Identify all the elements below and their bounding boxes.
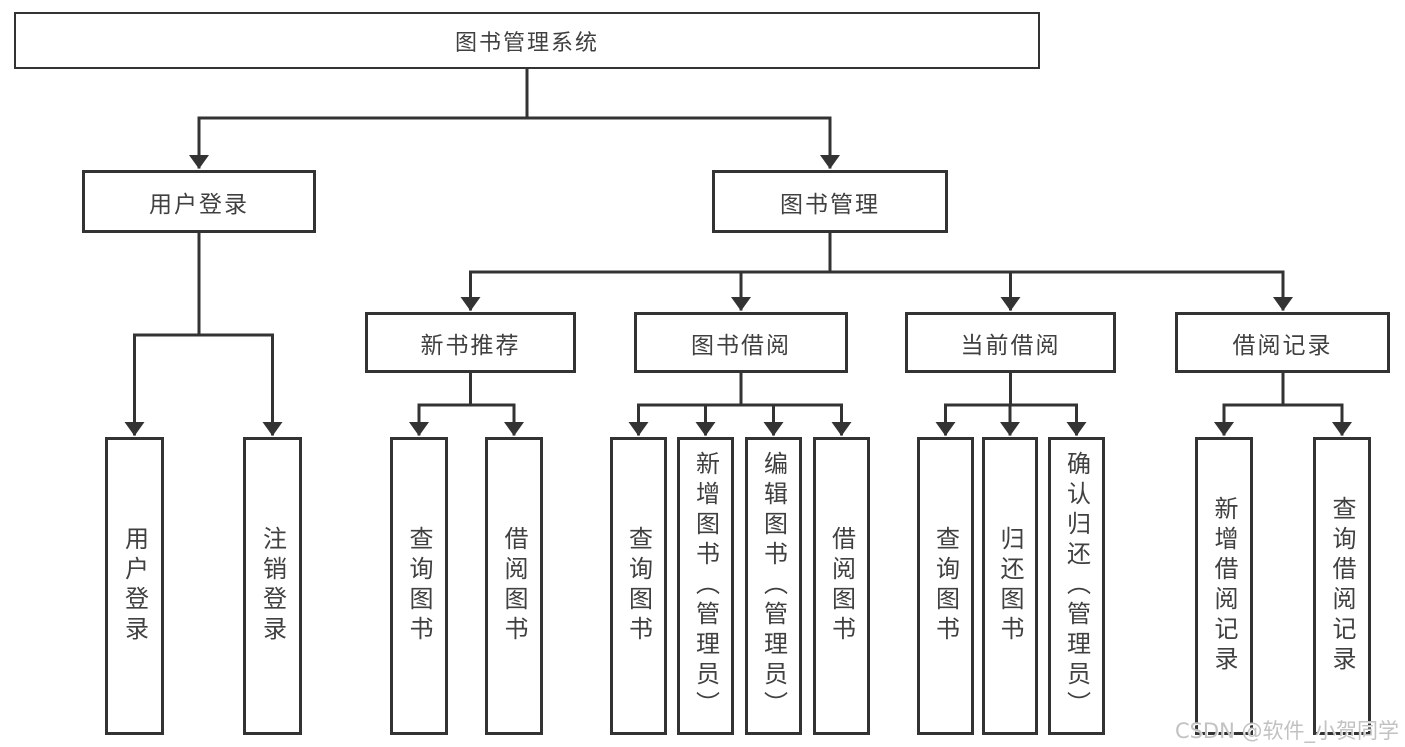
connector-book-borrow-children — [628, 371, 852, 436]
node-borrow-records: 借阅记录 — [1175, 312, 1390, 373]
node-book-borrow: 图书借阅 — [634, 312, 848, 373]
connector-current-borrow-children — [935, 371, 1087, 436]
leaf-records-add-record: 新增借阅记录 — [1195, 437, 1253, 735]
leaf-label: 查询图书 — [405, 526, 433, 646]
leaf-current-query-books: 查询图书 — [917, 437, 974, 735]
node-label: 图书管理 — [780, 191, 880, 218]
leaf-label: 新增图书（管理员） — [691, 451, 720, 721]
leaf-label: 确认归还（管理员） — [1062, 451, 1091, 721]
leaf-label: 借阅图书 — [827, 526, 856, 646]
connector-borrow-records-children — [1214, 371, 1352, 436]
connector-line — [944, 371, 1078, 407]
leaf-current-return-books: 归还图书 — [982, 437, 1038, 735]
leaf-current-confirm-return-admin: 确认归还（管理员） — [1048, 437, 1105, 735]
connector-line — [637, 371, 843, 407]
node-label: 新书推荐 — [420, 332, 521, 359]
node-book-management: 图书管理 — [712, 170, 948, 233]
connector-root-to-level2 — [189, 67, 840, 169]
connector-book-management-children — [460, 231, 1293, 311]
connector-new-book-children — [409, 371, 524, 436]
connector-user-login-children — [124, 231, 283, 436]
leaf-label: 用户登录 — [120, 526, 149, 646]
node-label: 用户登录 — [149, 191, 249, 218]
leaf-newbook-query-books: 查询图书 — [390, 437, 448, 735]
connector-line — [1222, 371, 1344, 407]
leaf-newbook-borrow-books: 借阅图书 — [485, 437, 543, 735]
node-label: 借阅记录 — [1232, 332, 1333, 359]
leaf-label: 注销登录 — [258, 526, 287, 646]
connector-line — [197, 67, 832, 120]
node-new-book-recommend: 新书推荐 — [365, 312, 576, 373]
node-label: 当前借阅 — [960, 332, 1061, 359]
node-root-system: 图书管理系统 — [14, 12, 1040, 69]
leaf-borrow-edit-books-admin: 编辑图书（管理员） — [745, 437, 802, 735]
leaf-label: 新增借阅记录 — [1210, 496, 1238, 676]
node-label: 图书管理系统 — [454, 30, 599, 56]
leaf-borrow-borrow-books: 借阅图书 — [813, 437, 870, 735]
watermark: CSDN @软件_小贺同学 — [1174, 719, 1399, 743]
node-user-login: 用户登录 — [82, 170, 316, 233]
leaf-logout: 注销登录 — [243, 437, 302, 735]
connector-line — [469, 231, 1285, 274]
leaf-label: 查询图书 — [931, 526, 960, 646]
leaf-label: 查询图书 — [624, 526, 653, 646]
node-label: 图书借阅 — [691, 332, 791, 359]
leaf-records-query-record: 查询借阅记录 — [1313, 437, 1371, 735]
leaf-label: 编辑图书（管理员） — [759, 451, 788, 721]
leaf-user-login: 用户登录 — [105, 437, 164, 735]
leaf-label: 查询借阅记录 — [1328, 496, 1356, 676]
leaf-borrow-add-books-admin: 新增图书（管理员） — [677, 437, 734, 735]
node-current-borrow: 当前借阅 — [905, 312, 1116, 373]
leaf-label: 归还图书 — [996, 526, 1024, 646]
leaf-borrow-query-books: 查询图书 — [610, 437, 667, 735]
connector-line — [417, 371, 516, 407]
connector-line — [133, 231, 274, 337]
leaf-label: 借阅图书 — [500, 526, 528, 646]
